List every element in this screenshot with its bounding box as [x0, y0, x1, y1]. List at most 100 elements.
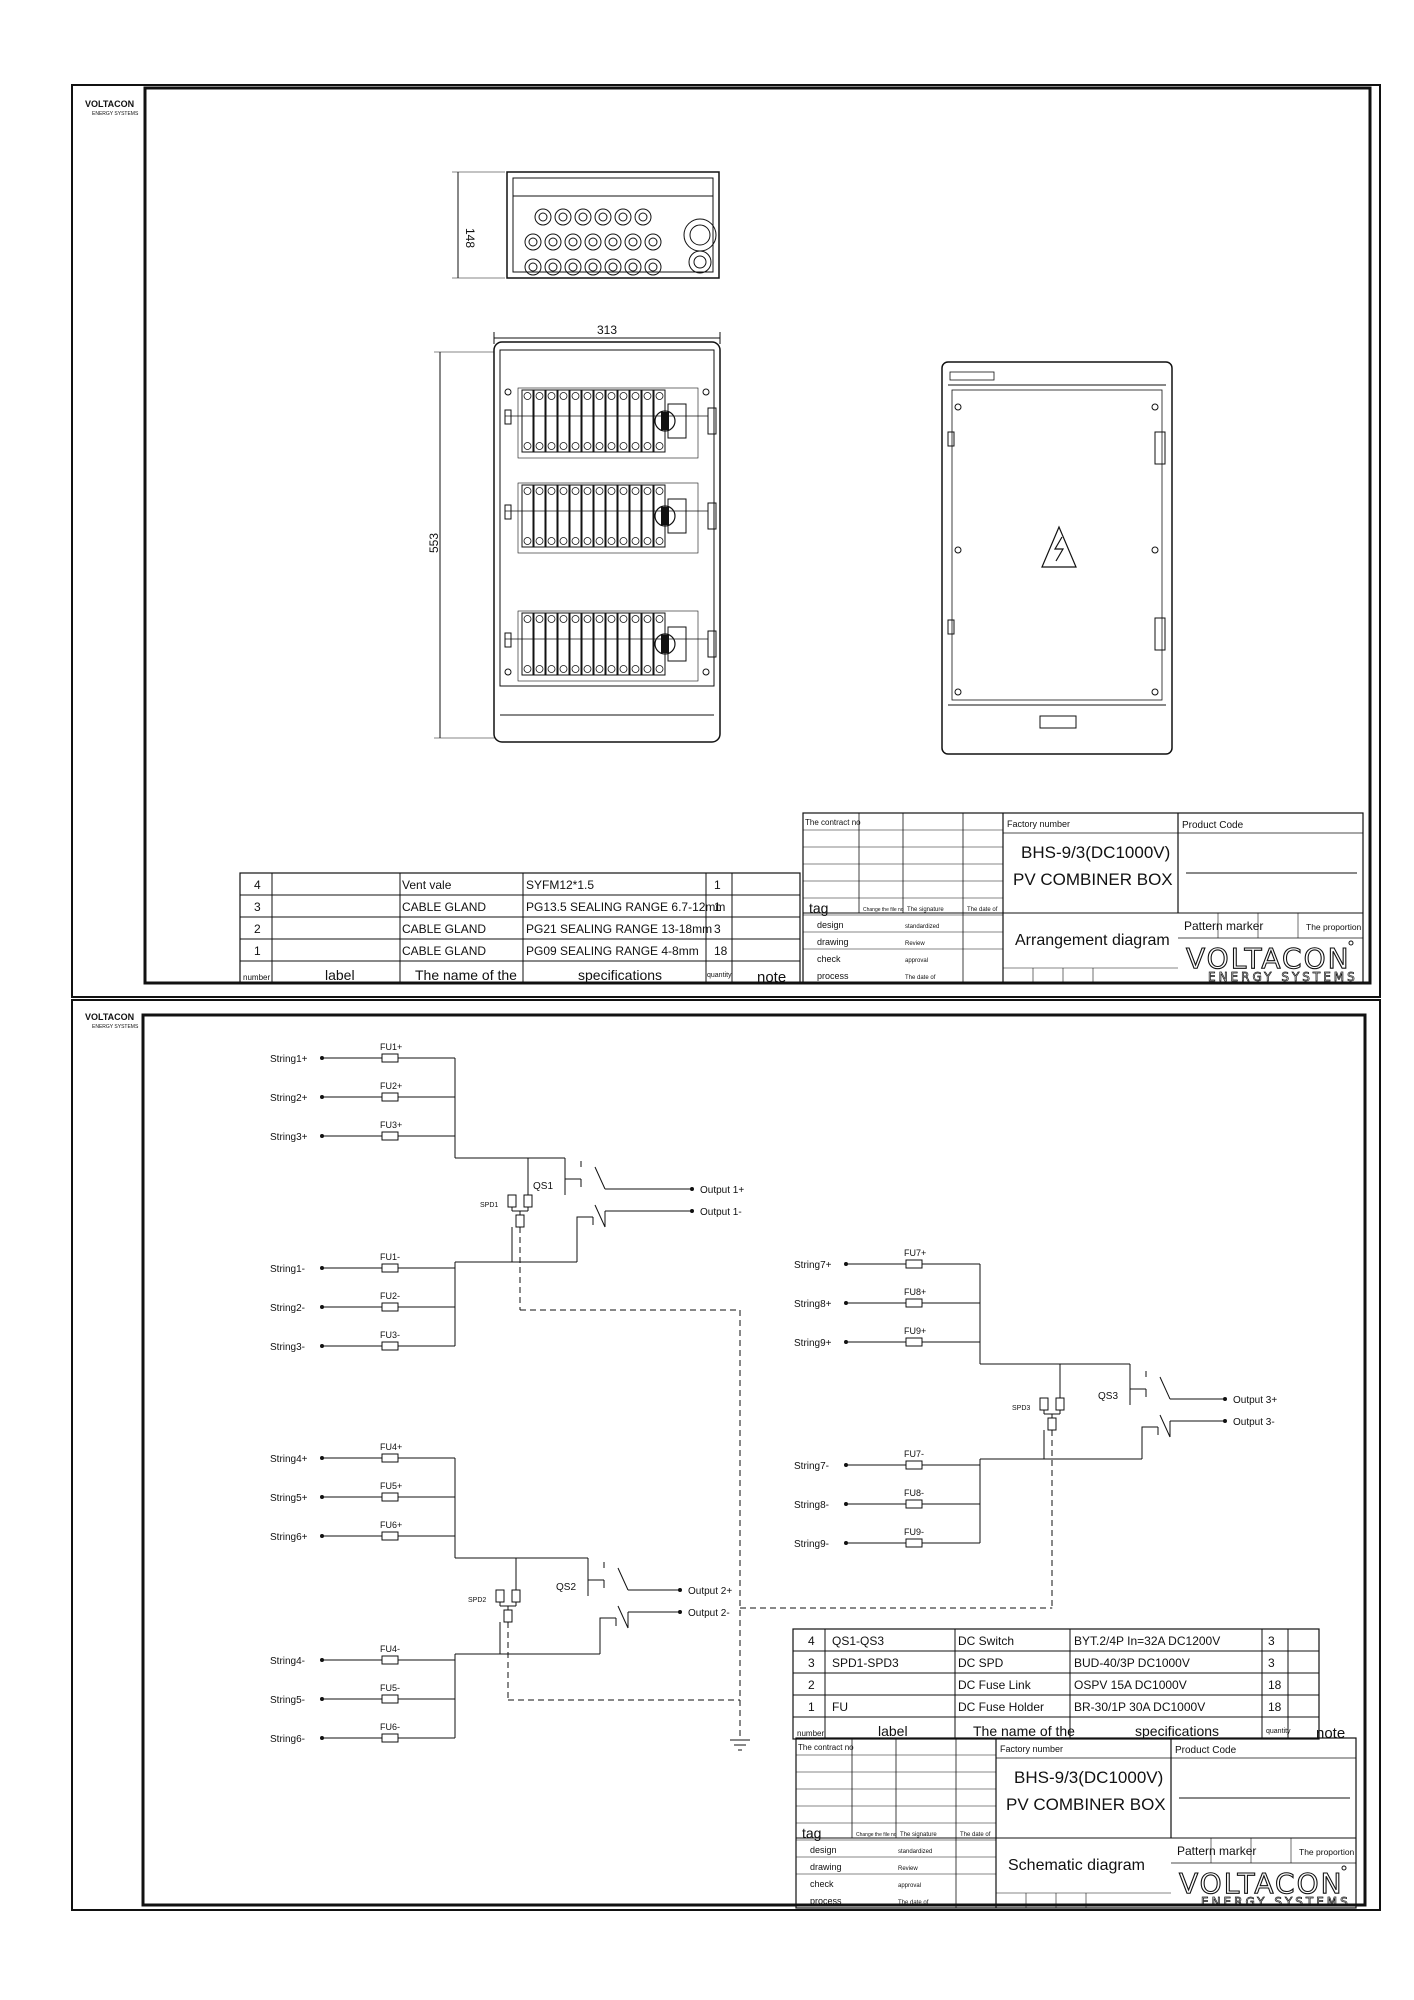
warning-triangle-icon: [1041, 525, 1077, 568]
bom-row-name: DC SPD: [958, 1656, 1004, 1670]
spd-label: SPD3: [1012, 1405, 1030, 1412]
title-logo-sub: ENERGY SYSTEMS: [1208, 970, 1358, 984]
bom-row-spec: BUD-40/3P DC1000V: [1074, 1656, 1190, 1670]
group-b-neg-0-fuse-label: FU4-: [380, 1644, 400, 1654]
bom2-header-label: label: [878, 1723, 908, 1739]
title-proportion-label: The proportion: [1299, 1847, 1355, 1857]
title-signature-label: The signature: [900, 1832, 937, 1838]
bom-row-name: CABLE GLAND: [402, 922, 486, 936]
qs-label: QS1: [533, 1181, 553, 1192]
group-b-pos-1-fuse-label: FU5+: [380, 1481, 402, 1491]
bom-row-name: CABLE GLAND: [402, 900, 486, 914]
sheet1-frame: [143, 86, 1372, 985]
bom-row-spec: PG09 SEALING RANGE 4-8mm: [526, 944, 699, 958]
group-b-pos-1-label: String5+: [270, 1493, 308, 1504]
title-role: drawing: [817, 937, 849, 947]
corner-logo: VOLTACON: [85, 99, 134, 109]
spd-label: SPD2: [468, 1597, 486, 1604]
ground-icon: [730, 1739, 750, 1751]
title-role: process: [817, 971, 849, 981]
spd-element-icon: [515, 1214, 525, 1228]
group-a-pos-1-fuse-label: FU2+: [380, 1081, 402, 1091]
bom-row-number: 2: [808, 1678, 815, 1692]
title-approval: standardized: [905, 924, 939, 930]
bom-row-label: FU: [832, 1700, 848, 1714]
fuse-icon: [381, 1341, 399, 1351]
sheet2-frame: [141, 1013, 1367, 1907]
group-a-pos-2-fuse-label: FU3+: [380, 1120, 402, 1130]
group-a-pos-0-label: String1+: [270, 1054, 308, 1065]
group-c-pos-1-label: String8+: [794, 1299, 832, 1310]
bom2-header-spec: specifications: [1135, 1723, 1219, 1739]
title-approval: standardized: [898, 1849, 932, 1855]
dim-height: 148: [463, 228, 477, 248]
sheet2-outer-border: [71, 999, 1381, 1911]
title-product: PV COMBINER BOX: [1006, 1795, 1166, 1814]
corner-logo-2-sub: ENERGY SYSTEMS: [92, 1024, 139, 1030]
bom-row-quantity: 18: [1268, 1700, 1282, 1714]
group-b-pos-0-fuse-label: FU4+: [380, 1442, 402, 1452]
bom1-header-note: note: [757, 969, 786, 986]
group-b-pos-2-fuse-label: FU6+: [380, 1520, 402, 1530]
group-c-pos-0-label: String7+: [794, 1260, 832, 1271]
bom2-header-note: note: [1316, 1725, 1345, 1742]
bom2-header-qty: quantity: [1266, 1728, 1291, 1735]
bom-row-quantity: 3: [1268, 1656, 1275, 1670]
qs-label: QS2: [556, 1582, 576, 1593]
bom-row-number: 1: [808, 1700, 815, 1714]
sheet1-outer-border: [71, 84, 1381, 998]
bom-row-label: SPD1-SPD3: [832, 1656, 899, 1670]
bom-row-spec: PG13.5 SEALING RANGE 6.7-12mm: [526, 900, 725, 914]
bom-row-number: 4: [808, 1634, 815, 1648]
title-date-label: The date of: [967, 907, 998, 913]
enclosure-top-view: 148: [452, 171, 720, 279]
spd-label: SPD1: [480, 1202, 498, 1209]
title-role: process: [810, 1896, 842, 1906]
sheet-schematic: VOLTACON ENERGY SYSTEMS String1+FU1+Stri…: [71, 999, 1381, 1911]
spd-element-icon: [507, 1194, 517, 1208]
group-a-neg-0-label: String1-: [270, 1264, 305, 1275]
registered-icon: [1348, 940, 1354, 946]
corner-logo-sub: ENERGY SYSTEMS: [92, 111, 139, 117]
group-a-pos-0-fuse-label: FU1+: [380, 1042, 402, 1052]
title-approval: approval: [898, 1883, 921, 1889]
bom2-header-number: number: [797, 1729, 824, 1738]
title-logo-sub: ENERGY SYSTEMS: [1201, 1895, 1351, 1909]
warning-label-icon: [1039, 715, 1077, 729]
title-factory-label: Factory number: [1007, 819, 1070, 829]
bom-row-label: QS1-QS3: [832, 1634, 884, 1648]
bom-row-number: 4: [254, 878, 261, 892]
enclosure-door-view: [941, 361, 1173, 755]
output-label: Output 3-: [1233, 1417, 1275, 1428]
fuse-icon: [381, 1694, 399, 1704]
title-pattern-label: Pattern marker: [1184, 919, 1263, 933]
fuse-icon: [905, 1538, 923, 1548]
group-c-pos-2-fuse-label: FU9+: [904, 1326, 926, 1336]
spd-element-icon: [1055, 1397, 1065, 1411]
title-change-label: Change the file no: [863, 907, 904, 913]
bom-row-name: CABLE GLAND: [402, 944, 486, 958]
fuse-icon: [381, 1263, 399, 1273]
group-b-neg-2-label: String6-: [270, 1734, 305, 1745]
group-c-pos-1-fuse-label: FU8+: [904, 1287, 926, 1297]
title-product-code-label: Product Code: [1175, 1745, 1237, 1756]
spd-element-icon: [503, 1609, 513, 1623]
title-logo: VOLTACON: [1186, 942, 1351, 975]
title-role: check: [817, 954, 841, 964]
title-approval: The date of: [905, 975, 936, 981]
title-drawing-name: Arrangement diagram: [1015, 932, 1170, 949]
bom1-header-spec: specifications: [578, 967, 662, 983]
bom-row-spec: BYT.2/4P In=32A DC1200V: [1074, 1634, 1220, 1648]
spd-element-icon: [1047, 1417, 1057, 1431]
output-label: Output 3+: [1233, 1395, 1277, 1406]
group-b-pos-0-label: String4+: [270, 1454, 308, 1465]
spd-element-icon: [523, 1194, 533, 1208]
group-a-neg-1-fuse-label: FU2-: [380, 1291, 400, 1301]
output-label: Output 1+: [700, 1185, 744, 1196]
fuse-icon: [381, 1492, 399, 1502]
spd-element-icon: [511, 1589, 521, 1603]
